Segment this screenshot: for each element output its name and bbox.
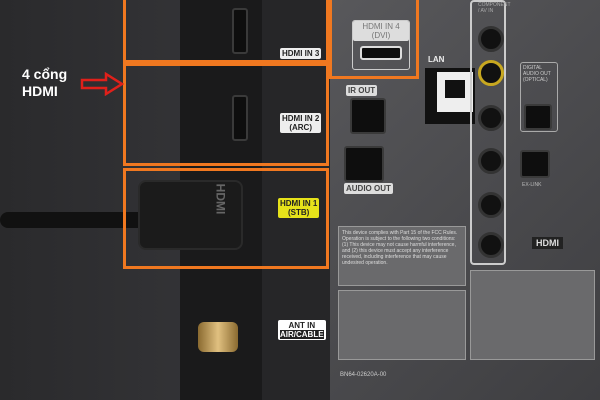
ex-link-port xyxy=(520,150,550,178)
ex-link-label: EX-LINK xyxy=(522,182,542,188)
annotation-line: 4 cổng xyxy=(22,66,68,82)
label-line: AIR/CABLE xyxy=(280,330,324,339)
optical-port xyxy=(524,104,552,130)
hdmi-4-frame: HDMI IN 4(DVI) xyxy=(352,20,410,70)
hdmi-3-highlight xyxy=(123,0,329,63)
arrow-right-icon xyxy=(80,72,125,96)
fcc-notice: This device complies with Part 15 of the… xyxy=(338,226,466,286)
hdmi-plug xyxy=(138,180,243,250)
hdmi-in-3-label: HDMI IN 3 xyxy=(280,48,322,59)
component-label: COMPONENT / AV IN xyxy=(478,2,511,14)
hdmi-1-highlight xyxy=(123,168,329,269)
ir-out-port xyxy=(350,98,386,134)
hdmi-logo: HDMI xyxy=(532,237,563,249)
digital-audio-label: DIGITAL AUDIO OUT (OPTICAL) xyxy=(520,62,558,132)
ir-out-label: IR OUT xyxy=(346,85,378,96)
hdmi-2-highlight xyxy=(123,63,329,166)
component-group xyxy=(470,0,506,265)
audio-out-port xyxy=(344,146,384,182)
hdmi-in-1-label: HDMI IN 1(STB) xyxy=(278,198,320,218)
label-line: HDMI IN 1 xyxy=(280,199,318,208)
label-line: (DVI) xyxy=(371,31,391,40)
label-line: (ARC) xyxy=(289,123,312,132)
coax-connector xyxy=(198,322,238,352)
hdmi-3-port xyxy=(232,8,248,54)
hdmi-4-highlight xyxy=(329,0,419,79)
audio-out-label: AUDIO OUT xyxy=(344,183,393,194)
lan-housing xyxy=(425,68,475,124)
hdmi-in-4-label: HDMI IN 4(DVI) xyxy=(353,21,409,41)
label-line: ANT IN xyxy=(288,321,316,330)
hdmi-in-2-label: HDMI IN 2(ARC) xyxy=(280,113,322,133)
rca-red xyxy=(478,148,504,174)
rca-red-2 xyxy=(478,232,504,258)
safety-notice xyxy=(338,290,466,360)
hdmi-2-port xyxy=(232,95,248,141)
rca-green xyxy=(478,60,504,86)
annotation-line: HDMI xyxy=(22,83,58,99)
rca-white xyxy=(478,192,504,218)
lan-label: LAN xyxy=(428,55,445,64)
label-line: HDMI IN 2 xyxy=(282,114,320,123)
audio-jack xyxy=(478,26,504,52)
lan-port xyxy=(437,72,473,112)
rca-blue xyxy=(478,105,504,131)
hdmi-4-port xyxy=(360,46,402,60)
model-number: BN64-02620A-00 xyxy=(340,372,387,378)
hdmi-cable xyxy=(0,212,150,228)
label-line: HDMI IN 4 xyxy=(362,22,400,31)
info-notice xyxy=(470,270,595,360)
label-line: (STB) xyxy=(288,208,310,217)
